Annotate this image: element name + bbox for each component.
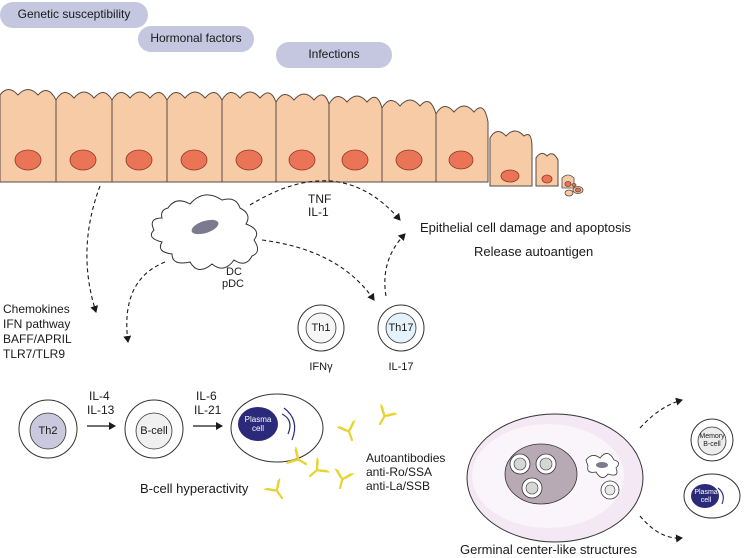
germinal-center-label: Germinal center-like structures — [460, 542, 637, 557]
plasma-cell-label: Plasma cell — [238, 415, 278, 433]
dashed-arrows — [86, 180, 683, 543]
pdc-label: pDC — [222, 278, 245, 290]
th2-cell — [18, 399, 78, 459]
th1-label: Th1 — [311, 322, 331, 334]
plasma-cell-small-label-line1: Plasma — [694, 489, 718, 496]
il17-label: IL-17 — [388, 361, 414, 373]
tnf-label: TNF — [308, 192, 332, 206]
ifn-gamma-label: IFNγ — [309, 361, 333, 373]
baff-april-label: BAFF/APRIL — [3, 332, 72, 346]
memory-b-cell — [690, 418, 734, 462]
dc-label: DC — [226, 266, 242, 278]
il1-label: IL-1 — [308, 205, 329, 219]
epithelial-cell — [435, 105, 489, 183]
ifn-pathway-label: IFN pathway — [3, 317, 71, 331]
plasma-cell-label-line2: cell — [251, 424, 264, 433]
anti-la-label: anti-La/SSB — [366, 479, 431, 493]
il13-label: IL-13 — [87, 403, 115, 417]
dc-to-damage-arrow — [249, 180, 401, 221]
infections-pill: Infections — [276, 42, 392, 68]
b-cell — [124, 399, 184, 459]
hormonal-factors-pill: Hormonal factors — [138, 26, 254, 52]
plasma-cell-small-label-line2: cell — [700, 497, 712, 504]
il6-label: IL-6 — [196, 389, 217, 403]
b-cell-hyperactivity-label: B-cell hyperactivity — [140, 481, 249, 496]
dc-to-th-arrow — [261, 239, 375, 301]
chemokines-label: Chemokines — [3, 302, 70, 316]
autoantibodies-label: Autoantibodies — [366, 451, 446, 465]
th17-to-damage-arrow — [384, 233, 406, 297]
dc-to-bcell-arrow — [123, 261, 166, 343]
th2-label: Th2 — [38, 425, 58, 437]
th17-cell — [377, 304, 425, 352]
anti-ro-label: anti-Ro/SSA — [366, 465, 433, 479]
plasma-cell — [230, 393, 324, 463]
memory-b-cell-label-line2: B-cell — [703, 441, 721, 448]
epithelium-to-chemokines-arrow — [86, 185, 101, 313]
b-cell-label: B-cell — [140, 425, 168, 437]
gc-to-memory-arrow — [639, 397, 683, 429]
genetic-susceptibility-pill: Genetic susceptibility — [0, 2, 148, 28]
apoptotic-bodies — [561, 174, 584, 197]
epithelial-cell — [381, 99, 437, 183]
epithelial-cell — [221, 91, 277, 183]
th17-label: Th17 — [388, 322, 414, 334]
epithelial-layer — [0, 89, 559, 187]
apoptotic-cell — [489, 130, 533, 187]
memory-b-cell-label: Memory B-cell — [692, 433, 732, 449]
plasma-cell-label-line1: Plasma — [244, 415, 272, 424]
th1-cell — [297, 304, 345, 352]
gc-to-plasma-arrow — [639, 515, 683, 543]
il21-label: IL-21 — [194, 403, 222, 417]
plasma-cell-small — [683, 473, 741, 519]
apoptotic-cell — [535, 152, 559, 187]
epithelial-damage-label: Epithelial cell damage and apoptosis — [420, 220, 632, 235]
tlr-label: TLR7/TLR9 — [3, 347, 66, 361]
il4-label: IL-4 — [89, 389, 110, 403]
release-autoantigen-label: Release autoantigen — [474, 244, 594, 259]
germinal-center-structure — [466, 413, 644, 543]
dendritic-cell-nucleus — [191, 219, 219, 235]
plasma-cell-small-label: Plasma cell — [688, 489, 724, 505]
epithelial-nuclei — [14, 149, 553, 184]
epithelial-cell — [0, 89, 57, 183]
memory-b-cell-label-line1: Memory — [699, 433, 725, 440]
